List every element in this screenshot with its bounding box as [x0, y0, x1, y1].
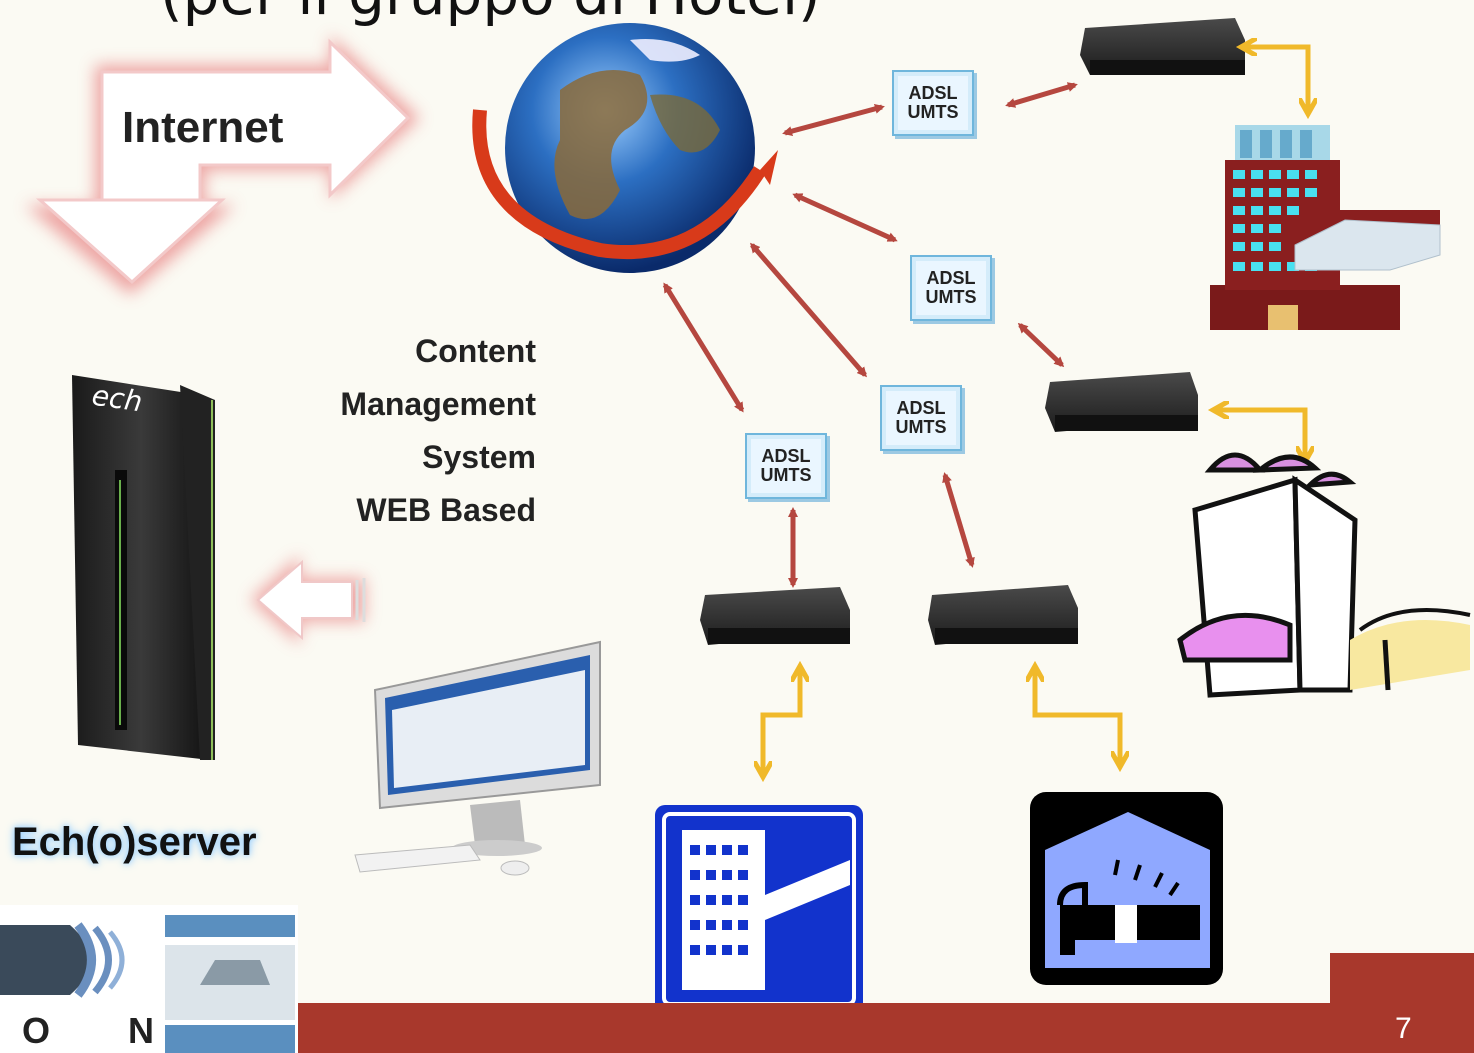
umts-line: UMTS [907, 102, 959, 122]
internet-arrow-shape [25, 35, 420, 295]
cms-line-4: WEB Based [356, 492, 536, 528]
local-links [763, 47, 1308, 775]
cms-arrow-shape [250, 555, 366, 645]
network-device-3 [700, 587, 850, 645]
footer-tab [1330, 953, 1474, 1005]
slide-title: (per il gruppo di Hotel) [160, 0, 821, 28]
adsl-line: ADSL [761, 446, 811, 466]
beach-hotel-icon [1177, 452, 1471, 698]
logo-letters: O N [22, 1010, 189, 1051]
umts-line: UMTS [895, 417, 947, 437]
network-device-1 [1080, 18, 1245, 75]
footer-bar [298, 1003, 1474, 1053]
umts-line: UMTS [760, 465, 812, 485]
house-icon [1030, 792, 1223, 985]
adsl-box-2: ADSL UMTS [910, 255, 992, 321]
cms-line-3: System [422, 439, 536, 475]
network-links [662, 82, 1078, 588]
hotel-building-icon [1210, 125, 1441, 330]
server-label: Ech(o)server [12, 820, 257, 864]
logo-graphics [0, 905, 298, 1053]
adsl-box-1: ADSL UMTS [892, 70, 974, 136]
umts-line: UMTS [925, 287, 977, 307]
adsl-line: ADSL [926, 268, 976, 288]
page-number: 7 [1395, 1012, 1412, 1045]
network-device-4 [928, 585, 1078, 645]
cms-line-1: Content [415, 333, 536, 369]
monitor-icon [354, 640, 601, 876]
adsl-box-3: ADSL UMTS [880, 385, 962, 451]
adsl-box-4: ADSL UMTS [745, 433, 827, 499]
adsl-line: ADSL [908, 83, 958, 103]
globe-icon [472, 23, 778, 273]
internet-label: Internet [122, 103, 284, 152]
adsl-line: ADSL [896, 398, 946, 418]
network-device-2 [1045, 372, 1198, 432]
server-brand: ech [89, 378, 145, 419]
cms-line-2: Management [340, 386, 536, 422]
building-sign-icon [655, 805, 863, 1013]
server-tower-icon [72, 375, 215, 760]
cms-label: Content Management System WEB Based [300, 325, 536, 537]
